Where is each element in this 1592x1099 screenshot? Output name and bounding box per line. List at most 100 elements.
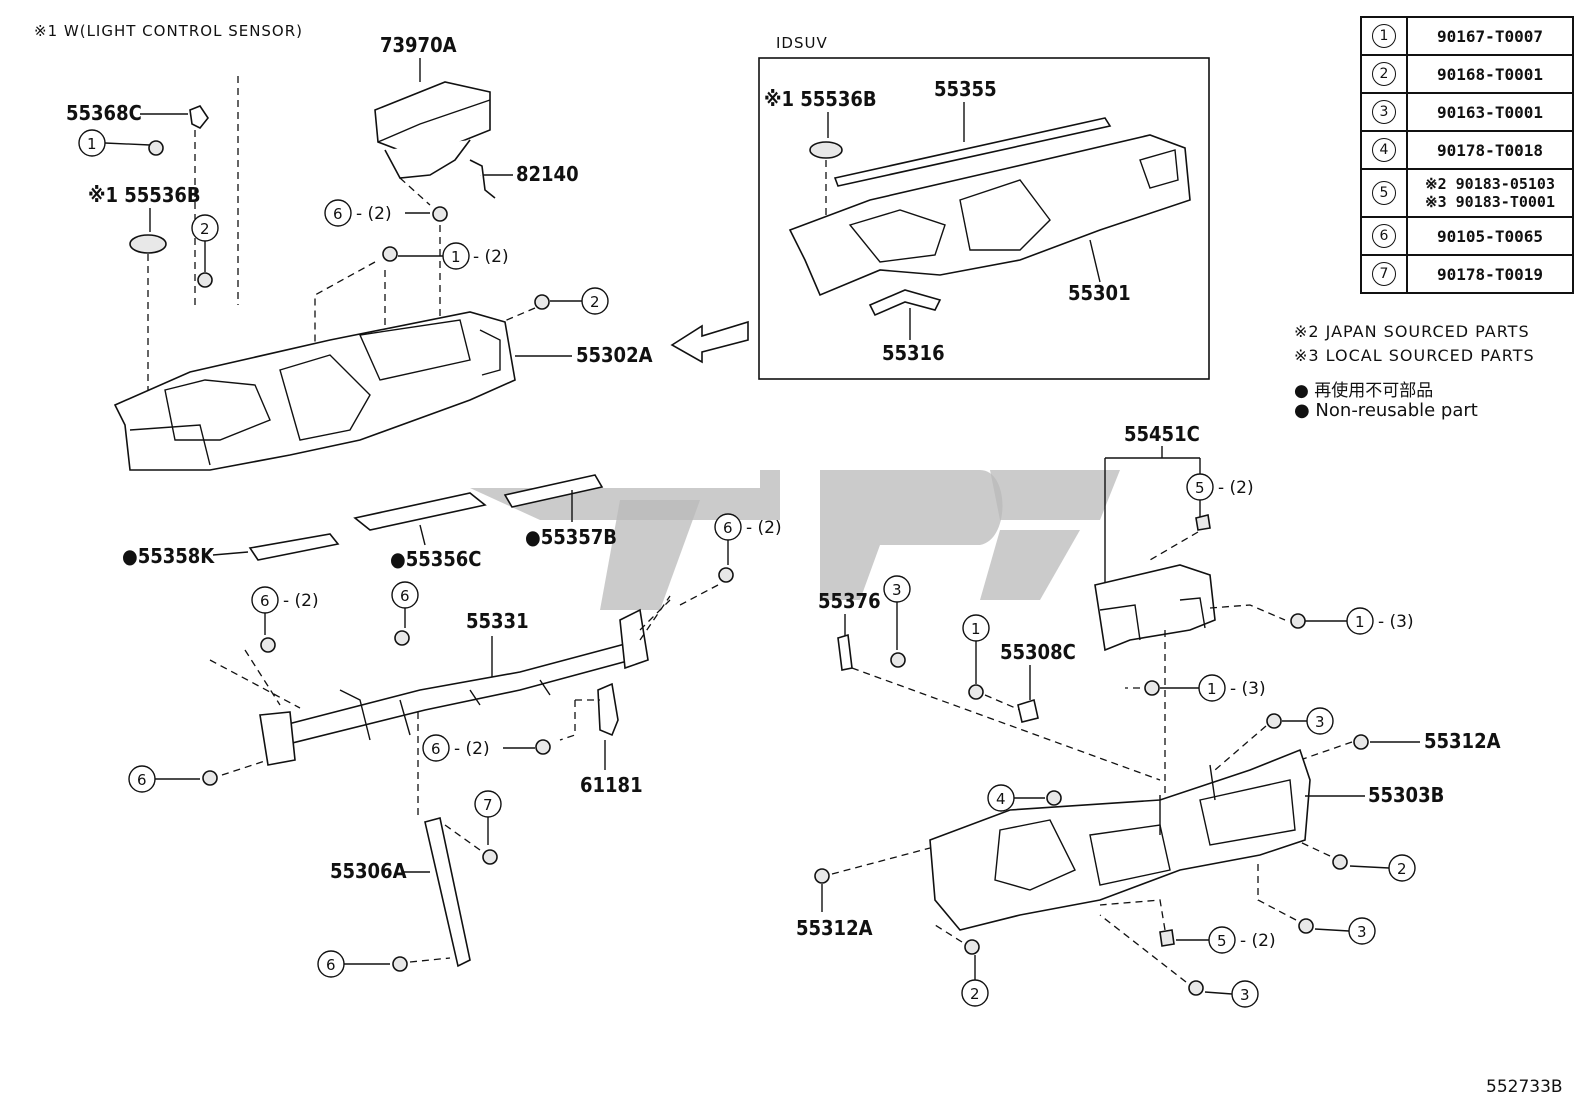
svg-text:2: 2 [970,985,980,1003]
callout-4: 4 [987,784,1015,812]
part-number: 90167-T0007 [1406,16,1574,56]
screw-icon [197,272,213,288]
label-73970a: 73970A [380,33,457,57]
diagram-code: 552733B [1486,1077,1563,1097]
label-55355: 55355 [934,77,997,101]
part-number: 90168-T0001 [1406,54,1574,94]
light-sensor-note: ※1 W(LIGHT CONTROL SENSOR) [34,22,303,40]
label-55536b: ※1 55536B [88,183,201,207]
callout-6-61181: 6 [422,734,450,762]
screw-icon [1266,713,1282,729]
label-55312a-bottom: 55312A [796,916,873,940]
instrument-panel-55301 [788,134,1191,297]
svg-text:3: 3 [1240,986,1250,1004]
svg-text:7: 7 [483,796,493,814]
table-row: 2 90168-T0001 [1360,54,1574,94]
legend-local-sourced: ※3 LOCAL SOURCED PARTS [1294,346,1535,365]
label-55306a: 55306A [330,859,407,883]
lower-panel-55303b [929,748,1311,931]
svg-text:- (2): - (2) [473,247,509,267]
svg-text:3: 3 [892,581,902,599]
svg-text:4: 4 [996,790,1006,808]
nut-icon [482,849,498,865]
svg-text:- (2): - (2) [1218,478,1254,498]
callout-3-55376: 3 [883,575,911,603]
callout-5-bottom: 5 [1208,926,1236,954]
row-circle: 5 [1372,181,1396,205]
label-55451c: 55451C [1124,422,1200,446]
label-82140: 82140 [516,162,579,186]
instrument-panel-55302a [113,311,516,471]
svg-text:3: 3 [1315,713,1325,731]
callout-6-bottom: 6 [317,950,345,978]
watermark-logo [470,470,1120,610]
svg-text:6: 6 [400,587,410,605]
screw-icon [718,567,734,583]
svg-text:2: 2 [200,220,210,238]
svg-text:- (3): - (3) [1230,679,1266,699]
callout-3-bottom: 3 [1231,980,1259,1008]
label-55303b: 55303B [1368,783,1444,807]
table-row: 5 ※2 90183-05103 ※3 90183-T0001 [1360,168,1574,218]
callout-2-bottom: 2 [961,979,989,1007]
svg-text:6: 6 [431,740,441,758]
legend-nonreusable-en: ● Non-reusable part [1294,400,1478,421]
screw-icon [1290,613,1306,629]
screw-icon [1188,980,1204,996]
screw-icon [394,630,410,646]
label-55376: 55376 [818,589,881,613]
label-55302a: 55302A [576,343,653,367]
nut-icon [1046,790,1062,806]
screw-icon [1332,854,1348,870]
pad-55357b [503,474,604,508]
callout-3-upper: 3 [1306,707,1334,735]
callout-1-dash: 1 [442,242,470,270]
light-sensor-inset [809,141,843,159]
svg-text:- (3): - (3) [1378,612,1414,632]
callout-1-55308c: 1 [962,614,990,642]
label-55358k: ●55358K [122,544,215,568]
callout-1-right: 1 [1346,607,1374,635]
part-number: 90178-T0019 [1406,254,1574,294]
parts-number-table: 1 90167-T0007 2 90168-T0001 3 90163-T000… [1360,16,1574,294]
label-55357b: ●55357B [525,525,617,549]
part-number: 90178-T0018 [1406,130,1574,170]
legend-nonreusable-jp: ● 再使用不可部品 [1294,381,1434,401]
screw-icon [392,956,408,972]
light-sensor-55536b [129,234,167,254]
part-number-local: ※3 90183-T0001 [1425,193,1555,211]
callout-1-mid-right: 1 [1198,674,1226,702]
screw-icon [148,140,164,156]
screw-icon [534,294,550,310]
bracket-61181 [597,682,619,737]
screw-icon [890,652,906,668]
callout-6-top: 6 [714,513,742,541]
table-row: 6 90105-T0065 [1360,216,1574,256]
svg-text:1: 1 [87,135,97,153]
row-circle: 1 [1372,24,1396,48]
screw-icon [964,939,980,955]
brace-55306a [424,817,471,968]
table-row: 3 90163-T0001 [1360,92,1574,132]
reinforcement-55331 [259,608,649,766]
label-55331: 55331 [466,609,529,633]
panel-55316 [868,289,942,317]
bracket-55376 [837,633,853,671]
callout-7: 7 [474,790,502,818]
label-55536b-inset: ※1 55536B [764,87,877,111]
clip-55368c [189,105,209,130]
svg-text:- (2): - (2) [283,591,319,611]
row-circle: 7 [1372,262,1396,286]
clip-icon [1195,514,1211,531]
callout-6-airbag: 6 [324,199,352,227]
svg-text:6: 6 [333,205,343,223]
clip-icon [1353,734,1369,750]
svg-text:- (2): - (2) [356,204,392,224]
arrow-icon [670,320,749,364]
airbag-73970a [374,81,491,179]
svg-text:2: 2 [1397,860,1407,878]
row-circle: 3 [1372,100,1396,124]
screw-icon [202,770,218,786]
svg-text:2: 2 [590,293,600,311]
label-55301: 55301 [1068,281,1131,305]
